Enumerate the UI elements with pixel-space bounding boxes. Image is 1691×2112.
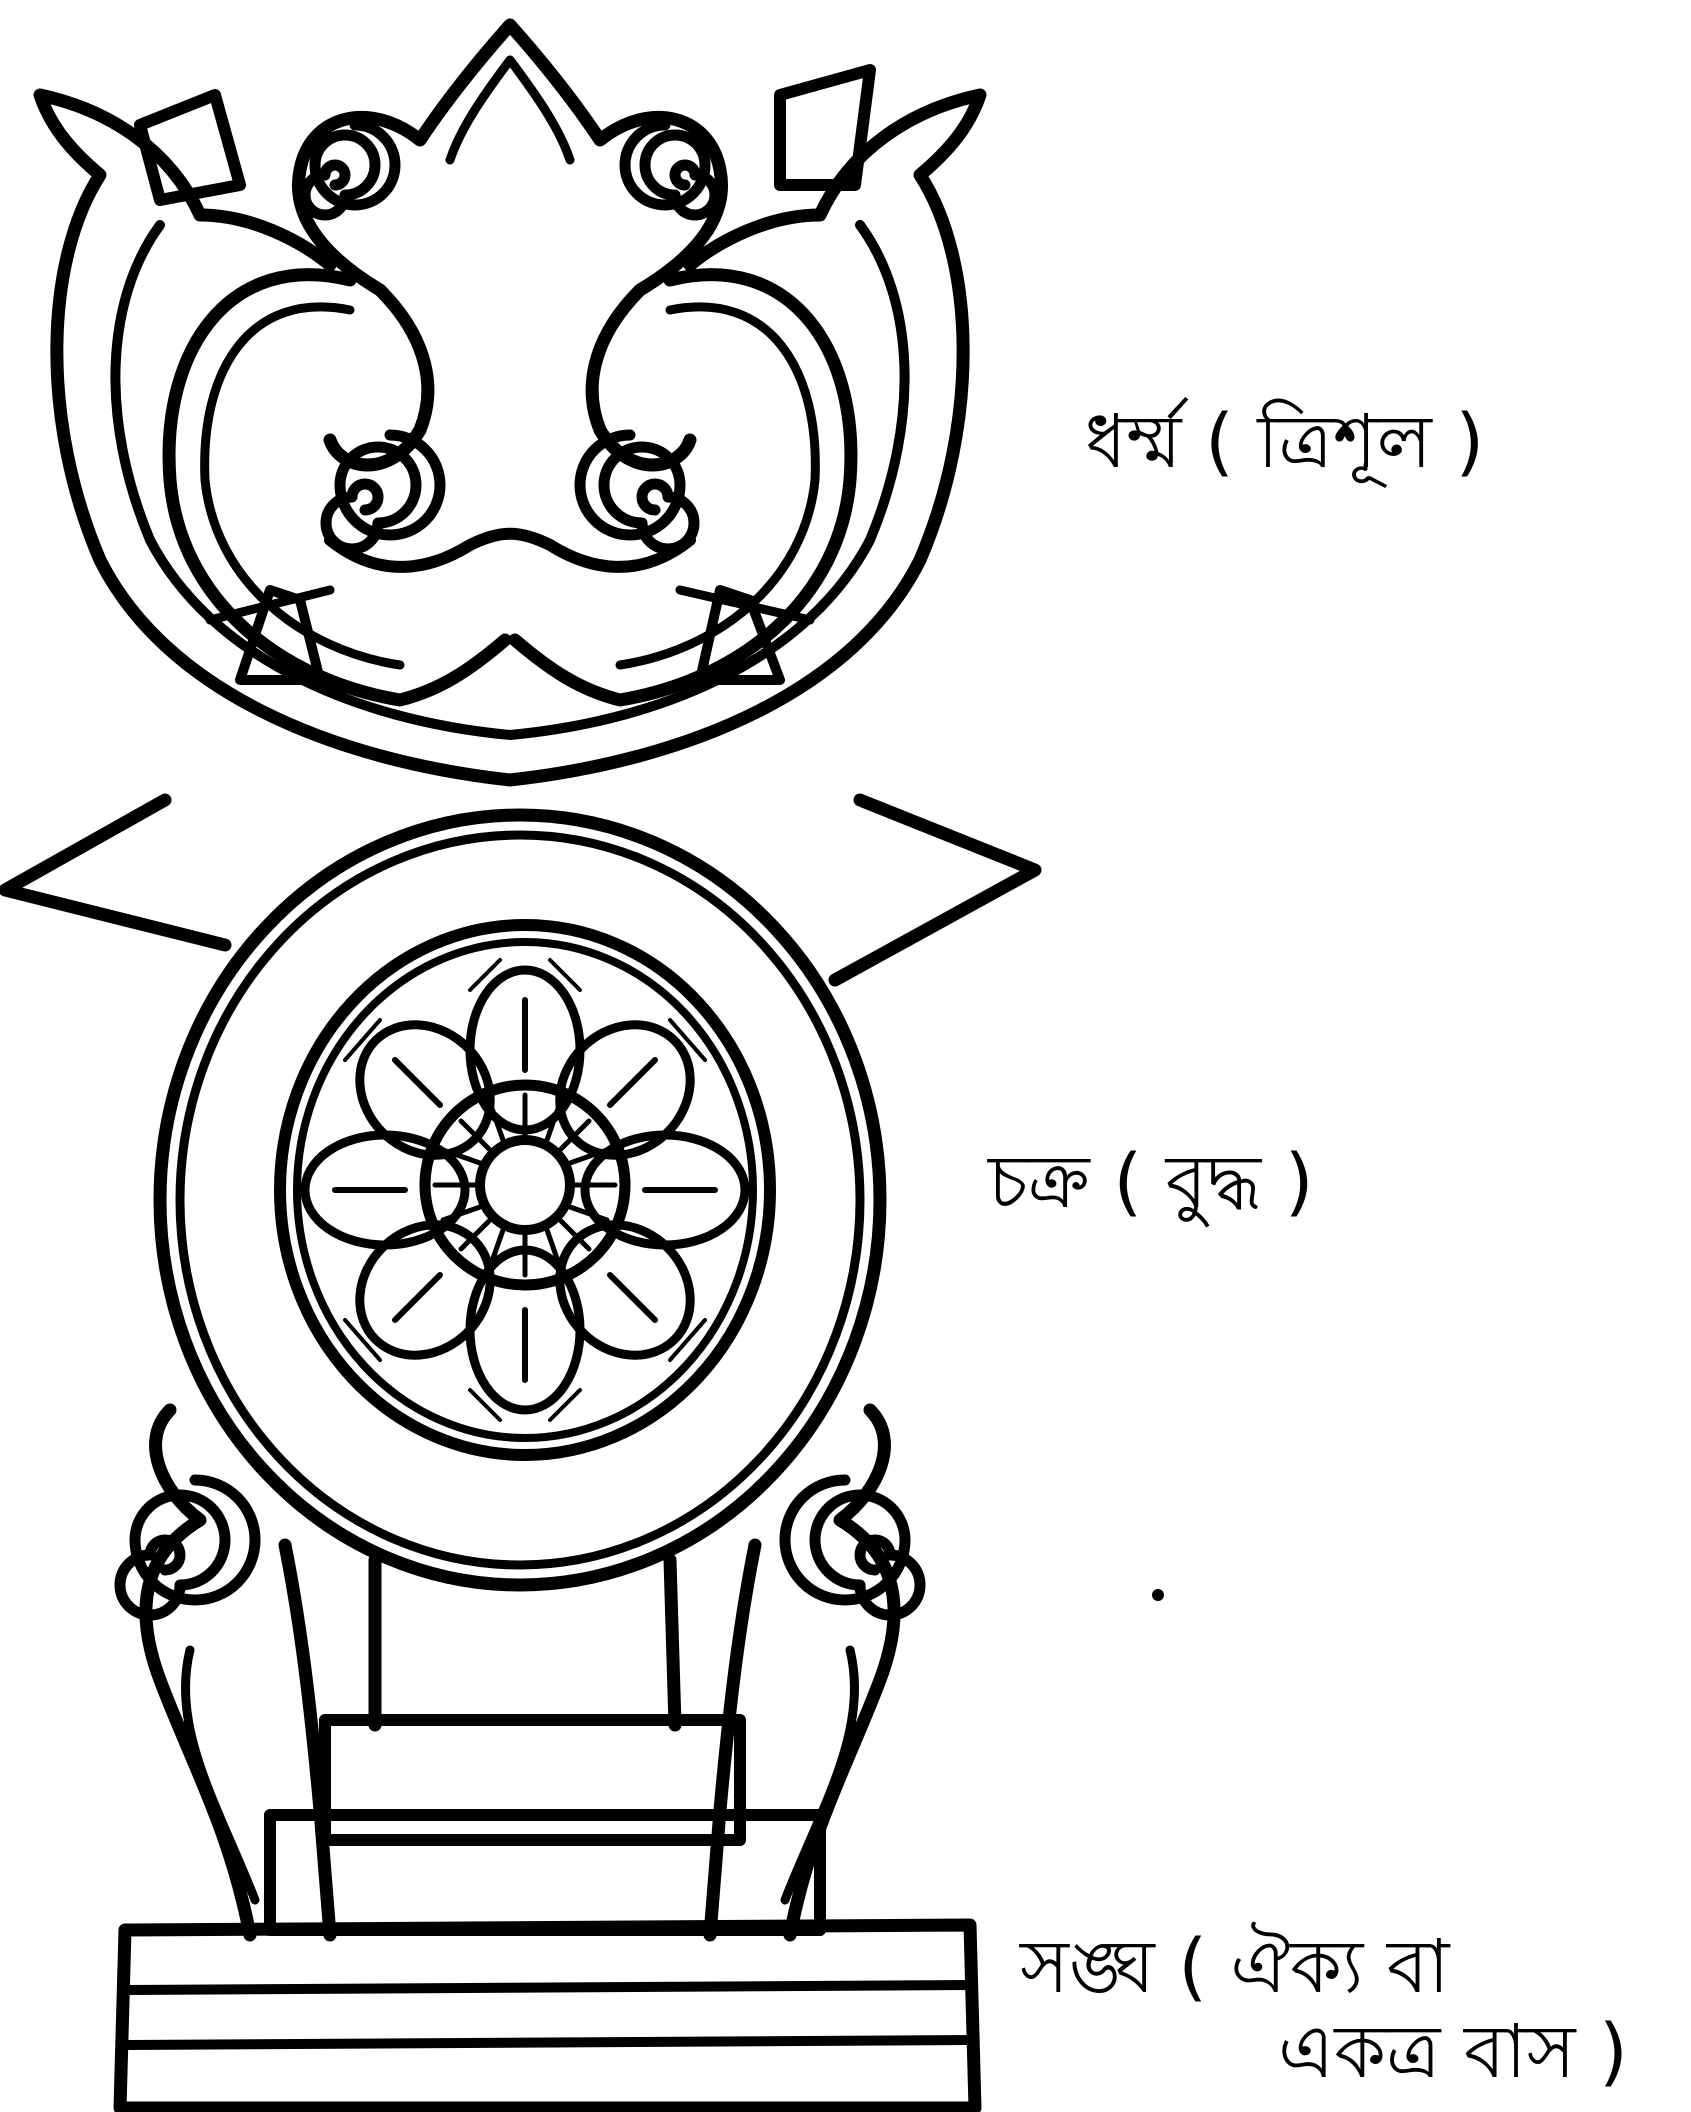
chakra-buddha-label: চক্র ( বুদ্ধ ) [988,1140,1314,1225]
dharma-trishula-text: ধৰ্ম্ম ( ত্রিশূল ) [1085,399,1484,485]
stray-dot [1152,1589,1164,1601]
chakra-buddha-text: চক্র ( বুদ্ধ ) [988,1139,1314,1225]
sangha-label-line1: সঙ্ঘ ( ঐক্য বা [1020,1924,1450,2010]
scroll-supports [120,1410,920,1935]
chakra-wheel [160,815,880,1585]
trishula-symbol [40,25,980,780]
sangha-label-line2: একত্র বাস ) [1020,2010,1628,2095]
dharma-trishula-label: ধৰ্ম্ম ( ত্রিশূল ) [1085,400,1484,485]
side-wings [5,800,1035,980]
sangha-label: সঙ্ঘ ( ঐক্য বা একত্র বাস ) [1020,1925,1628,2095]
pedestal-base [120,1560,975,2108]
